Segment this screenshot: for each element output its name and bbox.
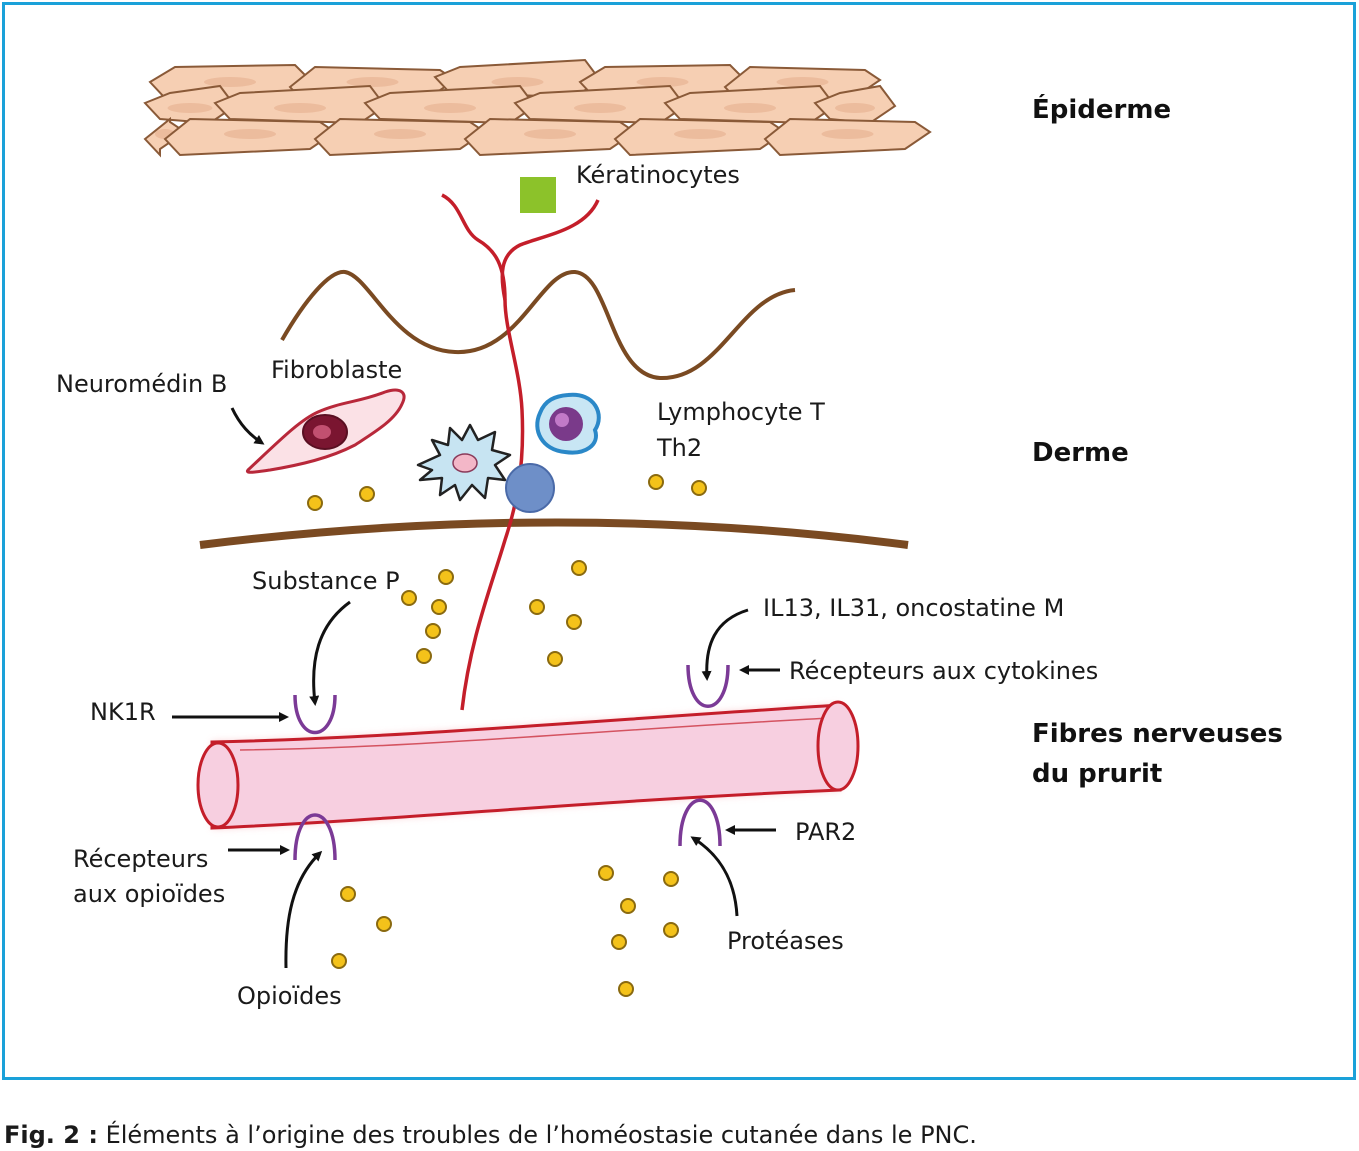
- keratinocyte-nucleus: [524, 129, 576, 139]
- granule-dot: [425, 623, 441, 639]
- keratinocyte-nucleus: [574, 103, 626, 113]
- wavy-dermal-line: [280, 269, 796, 381]
- granule-dot: [620, 898, 636, 914]
- granule-dot: [566, 614, 582, 630]
- keratinocyte-nucleus: [224, 129, 276, 139]
- caption-text: Éléments à l’origine des troubles de l’h…: [97, 1121, 977, 1149]
- granule-dot: [431, 599, 447, 615]
- keratinocyte-nucleus: [491, 77, 544, 87]
- caption-prefix: Fig. 2 :: [4, 1121, 98, 1149]
- neuromedin-arrow: [230, 407, 265, 445]
- proteases-arrow: [690, 836, 739, 917]
- granule-dot: [618, 981, 634, 997]
- nk1r-receptor: [293, 694, 337, 735]
- granule-dot: [401, 590, 417, 606]
- sensory-nerve-fiber: [441, 193, 600, 711]
- green-square-marker: [520, 177, 556, 213]
- neuromedin-label: Neuromédin B: [56, 370, 227, 398]
- cytokines-arrow: [701, 608, 749, 681]
- keratinocyte-nucleus: [374, 129, 426, 139]
- granule-dot: [416, 648, 432, 664]
- granule-dot: [571, 560, 587, 576]
- granule-dot: [648, 474, 664, 490]
- par2-label: PAR2: [795, 818, 856, 846]
- granule-dot: [331, 953, 347, 969]
- opioid-receptors-label-line1: Récepteurs: [73, 845, 208, 873]
- opioids-arrow: [284, 850, 323, 969]
- cytokines-label: IL13, IL31, oncostatine M: [763, 594, 1064, 622]
- opioid-receptor: [293, 813, 337, 861]
- granules: [307, 474, 707, 997]
- granule-dot: [376, 916, 392, 932]
- cytokine-receptors-label: Récepteurs aux cytokines: [789, 657, 1098, 685]
- dermis-boundary-line: [199, 518, 909, 549]
- epidermis-zone-label: Épiderme: [1032, 93, 1171, 125]
- granule-dot: [359, 486, 375, 502]
- receptors: [293, 664, 730, 861]
- nerve-fibers-zone-label-line2: du prurit: [1032, 759, 1162, 789]
- granule-dot: [663, 922, 679, 938]
- fibroblast-label: Fibroblaste: [271, 356, 402, 384]
- dermis-zone-label: Derme: [1032, 438, 1129, 468]
- granule-dot: [340, 886, 356, 902]
- keratinocyte-nucleus: [167, 103, 213, 113]
- keratinocyte-nucleus: [674, 129, 726, 139]
- pruritus-nerve-fiber: [196, 700, 860, 830]
- granule-dot: [611, 934, 627, 950]
- granule-dot: [547, 651, 563, 667]
- nk1r-label: NK1R: [90, 698, 156, 726]
- granule-dot: [598, 865, 614, 881]
- dendritic-cell: [416, 423, 512, 502]
- granule-dot: [529, 599, 545, 615]
- skin-diagram: Kératinocytes Fibroblaste Neuromédin B L…: [56, 58, 1283, 1010]
- proteases-label: Protéases: [727, 927, 844, 955]
- fibroblast-cell: [245, 388, 406, 474]
- substance-p-arrow: [309, 600, 351, 706]
- keratinocyte-nucleus: [346, 77, 399, 87]
- lymphocyte-label-line2: Th2: [656, 434, 702, 462]
- keratinocyte-nucleus: [424, 103, 476, 113]
- figure-frame: [2, 2, 1356, 1080]
- arrows: [172, 407, 780, 969]
- keratinocyte-nucleus: [835, 103, 875, 113]
- figure-caption: Fig. 2 : Éléments à l’origine des troubl…: [4, 1121, 977, 1149]
- epidermis-cell-layer: [143, 58, 932, 158]
- nerve-fibers-zone-label-line1: Fibres nerveuses: [1032, 719, 1283, 749]
- granule-dot: [307, 495, 323, 511]
- keratinocyte-nucleus: [274, 103, 326, 113]
- opioids-label: Opioïdes: [237, 982, 342, 1010]
- keratinocyte-nucleus: [724, 103, 776, 113]
- keratinocyte-nucleus: [636, 77, 689, 87]
- keratinocyte-nucleus: [821, 129, 874, 139]
- granule-dot: [691, 480, 707, 496]
- opioid-receptors-label-line2: aux opioïdes: [73, 880, 225, 908]
- lymphocyte-label-line1: Lymphocyte T: [657, 398, 825, 426]
- substance-p-label: Substance P: [252, 567, 400, 595]
- keratinocyte-nucleus: [776, 77, 829, 87]
- blue-sphere-cell: [505, 463, 555, 513]
- granule-dot: [438, 569, 454, 585]
- par2-receptor: [678, 798, 722, 847]
- lymphocyte-t-cell: [535, 392, 601, 455]
- keratinocyte-nucleus: [204, 77, 256, 87]
- keratinocytes-label: Kératinocytes: [576, 161, 740, 189]
- granule-dot: [663, 871, 679, 887]
- cytokine-receptor: [686, 664, 730, 708]
